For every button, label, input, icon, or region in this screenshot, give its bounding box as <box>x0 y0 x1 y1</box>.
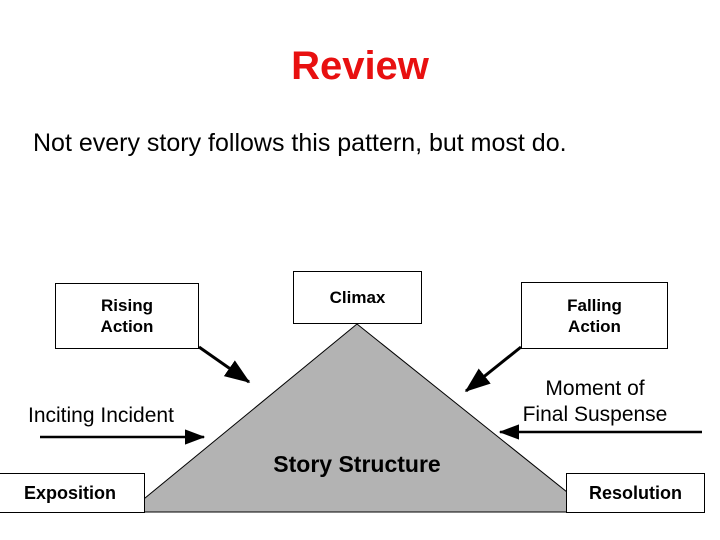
callout-box-climax[interactable]: Climax <box>293 271 422 324</box>
callout-box-resolution[interactable]: Resolution <box>566 473 705 513</box>
label-moment-of-final-suspense: Moment of Final Suspense <box>522 377 668 426</box>
falling-action-arrow <box>464 345 522 393</box>
page-title: Review <box>291 44 429 88</box>
rising-action-arrow <box>198 345 251 384</box>
slide-body-text: Not every story follows this pattern, bu… <box>33 129 567 157</box>
label-story-structure: Story Structure <box>273 451 441 477</box>
callout-box-exposition[interactable]: Exposition <box>0 473 145 513</box>
callout-box-rising-action[interactable]: Rising Action <box>55 283 199 349</box>
callout-box-falling-action[interactable]: Falling Action <box>521 282 668 349</box>
label-inciting-incident: Inciting Incident <box>28 404 174 427</box>
story-structure-triangle <box>126 323 594 513</box>
